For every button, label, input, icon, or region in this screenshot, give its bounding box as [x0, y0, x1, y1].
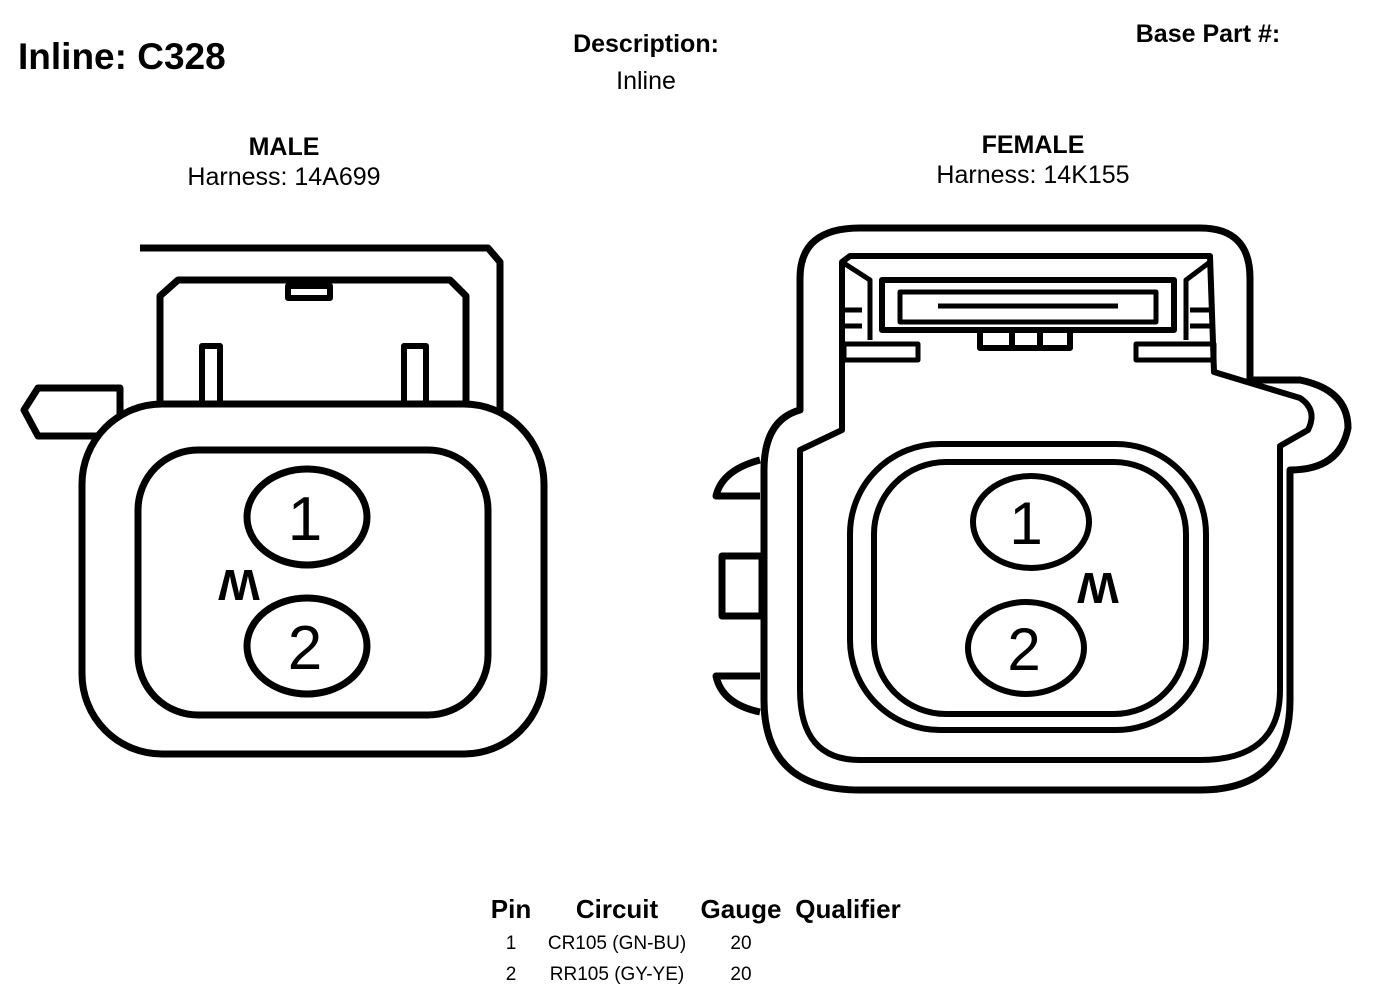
base-part-label: Base Part #:	[1135, 20, 1281, 48]
female-label: FEMALE	[981, 131, 1085, 159]
pin-cell: 1	[505, 932, 517, 954]
female-ledge-right	[1133, 341, 1217, 363]
connector-title: Inline: C328	[18, 36, 226, 77]
description-label: Description:	[573, 30, 719, 58]
female-pin-2-circle	[965, 599, 1087, 697]
male-body-inner	[134, 446, 492, 719]
female-side-tab-top	[712, 456, 761, 500]
female-latch-frame	[879, 277, 1177, 333]
female-pin-1-label: 1	[1009, 490, 1042, 557]
table-row: 1 CR105 (GN-BU) 20	[480, 928, 906, 959]
male-label: MALE	[248, 133, 320, 161]
table-row: 2 RR105 (GY-YE) 20	[480, 959, 906, 990]
description-value: Inline	[616, 67, 676, 95]
female-key-mark: W	[1077, 563, 1119, 612]
female-pin-2-label: 2	[1007, 616, 1040, 683]
male-latch-tab	[285, 283, 333, 301]
female-seal-outer	[847, 441, 1209, 733]
pin-header: Pin	[490, 893, 532, 924]
female-seal-inner	[871, 459, 1189, 717]
pin-table-header: Pin Circuit Gauge Qualifier	[480, 890, 906, 928]
female-latch-teeth	[977, 330, 1073, 351]
male-pin-1-circle	[243, 465, 371, 569]
female-harness: Harness: 14K155	[936, 161, 1130, 189]
male-pin-1-label: 1	[288, 485, 322, 554]
female-ledge-left	[841, 341, 921, 363]
circuit-header: Circuit	[575, 893, 659, 924]
female-rail-left	[840, 259, 873, 340]
male-key-mark: W	[218, 560, 260, 609]
male-connector	[20, 244, 548, 758]
pin-cell: 2	[505, 963, 517, 985]
female-rail-right	[1183, 260, 1212, 340]
gauge-cell: 20	[730, 963, 752, 985]
qualifier-cell	[790, 959, 906, 990]
gauge-header: Gauge	[700, 893, 782, 924]
male-pin-2-circle	[243, 594, 371, 698]
pin-table: Pin Circuit Gauge Qualifier 1 CR105 (GN-…	[480, 890, 906, 990]
female-side-tab-bottom	[712, 672, 761, 716]
qualifier-header: Qualifier	[795, 893, 901, 924]
female-latch-bar	[897, 289, 1159, 325]
circuit-cell: RR105 (GY-YE)	[549, 963, 685, 985]
male-harness: Harness: 14A699	[187, 163, 381, 191]
female-side-tab-mid	[718, 552, 766, 620]
male-pin-2-label: 2	[288, 614, 322, 683]
gauge-cell: 20	[730, 932, 752, 954]
qualifier-cell	[790, 928, 906, 959]
female-pin-1-circle	[970, 473, 1092, 571]
female-connector	[712, 224, 1352, 794]
circuit-cell: CR105 (GN-BU)	[547, 932, 687, 954]
